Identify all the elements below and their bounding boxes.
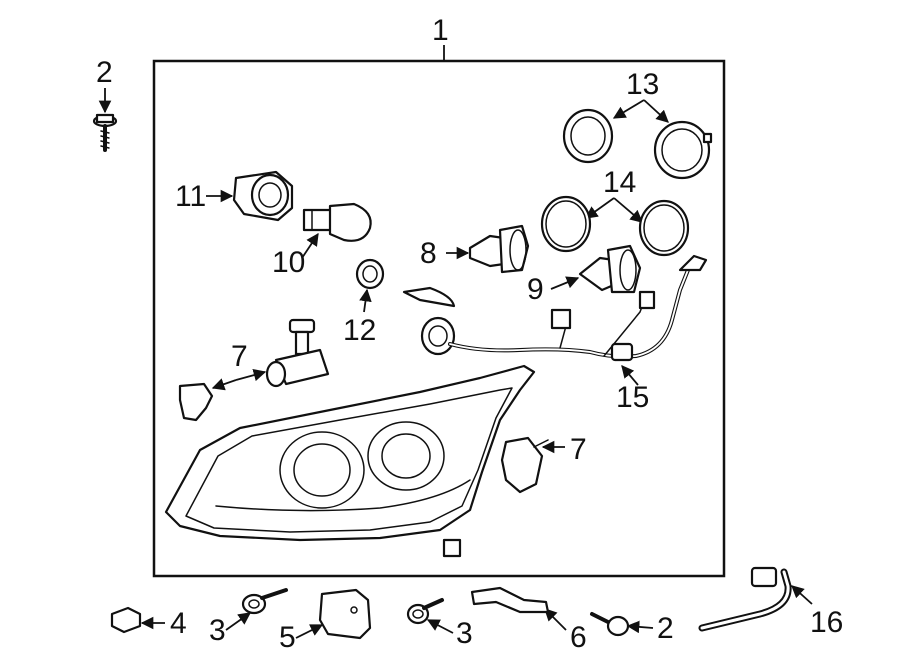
callout-11: 11 bbox=[175, 180, 206, 213]
callout-5: 5 bbox=[279, 621, 296, 654]
callout-4: 4 bbox=[170, 607, 187, 640]
callout-10: 10 bbox=[272, 246, 305, 279]
seal-part-12 bbox=[355, 258, 385, 290]
bulb-part-9 bbox=[578, 244, 642, 294]
bracket-part-5 bbox=[318, 588, 372, 640]
screw-part-3-left bbox=[241, 588, 288, 615]
callout-1: 1 bbox=[432, 14, 449, 47]
assembly-frame bbox=[152, 59, 726, 578]
callout-3-left: 3 bbox=[209, 614, 226, 647]
callout-15: 15 bbox=[616, 381, 649, 414]
callout-14: 14 bbox=[603, 166, 636, 199]
socket-part-11 bbox=[232, 170, 294, 222]
leader-lines bbox=[98, 45, 813, 639]
screw-part-3-right bbox=[406, 598, 444, 625]
bracket-part-6 bbox=[470, 586, 550, 614]
callout-3-right: 3 bbox=[456, 617, 473, 650]
bulb-part-8 bbox=[468, 224, 530, 274]
wiring-harness-part-15 bbox=[402, 254, 708, 362]
callout-8: 8 bbox=[420, 237, 437, 270]
headlamp-assembly-part-1 bbox=[164, 364, 536, 558]
bulb-part-10 bbox=[302, 202, 372, 242]
adjuster-part-7-left bbox=[178, 318, 330, 422]
callout-9: 9 bbox=[527, 273, 544, 306]
callout-7-right: 7 bbox=[570, 433, 587, 466]
adjuster-part-7-right bbox=[500, 436, 549, 494]
callout-16: 16 bbox=[810, 606, 843, 639]
callout-12: 12 bbox=[343, 314, 376, 347]
seal-part-14-left bbox=[540, 195, 592, 253]
callout-2-top: 2 bbox=[96, 56, 113, 89]
callout-13: 13 bbox=[626, 68, 659, 101]
callout-7-left: 7 bbox=[231, 340, 248, 373]
callout-6: 6 bbox=[570, 621, 587, 654]
seal-part-14-right bbox=[638, 199, 690, 257]
cover-part-13-right bbox=[653, 120, 713, 180]
clip-part-4 bbox=[110, 606, 142, 634]
bolt-part-2-bottom bbox=[590, 612, 630, 637]
bolt-part-2-top bbox=[92, 113, 118, 152]
cover-part-13-left bbox=[562, 108, 614, 164]
harness-part-16 bbox=[698, 566, 792, 632]
callout-2-bottom: 2 bbox=[657, 612, 674, 645]
